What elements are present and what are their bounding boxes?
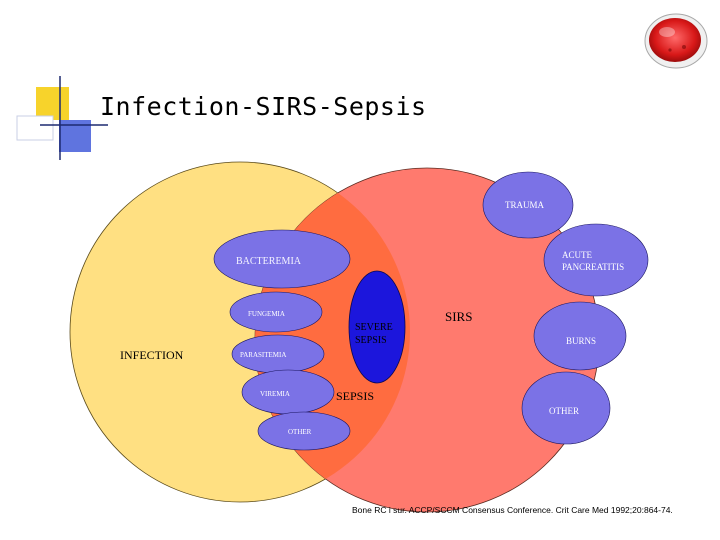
- sepsis-label: SEPSIS: [336, 389, 374, 403]
- trauma-label: TRAUMA: [505, 200, 545, 210]
- slide-title: Infection-SIRS-Sepsis: [100, 92, 427, 121]
- burns-label: BURNS: [566, 336, 596, 346]
- severe-sepsis-label-line1: SEVERE: [355, 322, 393, 333]
- white-square: [17, 116, 53, 140]
- bacteremia-label: BACTEREMIA: [236, 256, 302, 267]
- pancreatitis-label-line2: PANCREATITIS: [562, 262, 624, 272]
- infection-label: INFECTION: [120, 348, 184, 362]
- fungemia-label: FUNGEMIA: [248, 310, 285, 318]
- petri-dish-icon: [645, 14, 707, 68]
- other-sirs-label: OTHER: [549, 406, 579, 416]
- pancreatitis-ellipse: [544, 224, 648, 296]
- citation-text: Bone RC i sur. ACCP/SCCM Consensus Confe…: [352, 505, 673, 515]
- title-decoration: [17, 76, 108, 160]
- other-infection-label: OTHER: [288, 428, 312, 436]
- sirs-label: SIRS: [445, 309, 472, 324]
- parasitemia-label: PARASITEMIA: [240, 351, 286, 359]
- pancreatitis-label-line1: ACUTE: [562, 250, 592, 260]
- yellow-square: [36, 87, 69, 120]
- viremia-label: VIREMIA: [260, 390, 290, 398]
- severe-sepsis-label-line2: SEPSIS: [355, 335, 387, 346]
